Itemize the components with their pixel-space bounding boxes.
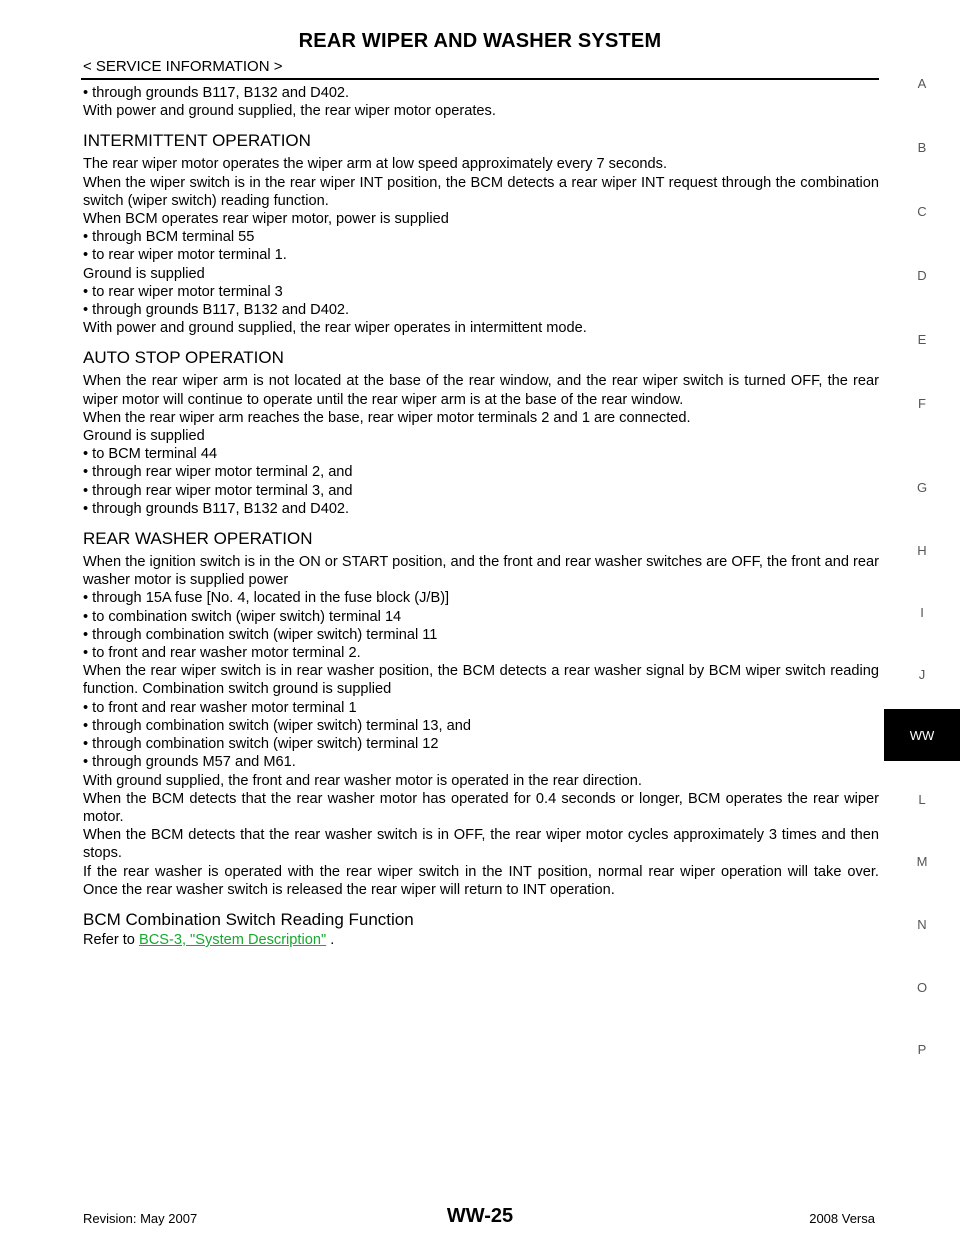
section-index-sidebar: A B C D E F G H I J L M N O P [884, 0, 960, 1242]
section-heading-bcm: BCM Combination Switch Reading Function [83, 909, 414, 929]
bullet-item: • through rear wiper motor terminal 3, a… [83, 482, 353, 499]
paragraph: With power and ground supplied, the rear… [83, 320, 587, 337]
index-letter-g[interactable]: G [916, 480, 928, 495]
bullet-item: • to rear wiper motor terminal 1. [83, 247, 287, 264]
paragraph: With ground supplied, the front and rear… [83, 772, 642, 789]
footer-revision: Revision: May 2007 [83, 1211, 198, 1226]
paragraph: When BCM operates rear wiper motor, powe… [83, 211, 449, 228]
index-letter-m[interactable]: M [916, 854, 928, 869]
page-header-subtitle: < SERVICE INFORMATION > [83, 58, 283, 75]
paragraph: When the BCM detects that the rear washe… [83, 790, 879, 825]
bullet-item: • through rear wiper motor terminal 2, a… [83, 464, 353, 481]
paragraph: When the rear wiper arm reaches the base… [83, 409, 691, 426]
paragraph: If the rear washer is operated with the … [83, 863, 879, 898]
footer-model: 2008 Versa [809, 1211, 875, 1226]
footer-page-number: WW-25 [446, 1205, 514, 1227]
paragraph: When the rear wiper arm is not located a… [83, 373, 879, 408]
section-auto-stop: When the rear wiper arm is not located a… [83, 372, 879, 518]
paragraph: When the wiper switch is in the rear wip… [83, 174, 879, 209]
reference-link[interactable]: BCS-3, "System Description" [138, 931, 327, 948]
index-letter-f[interactable]: F [918, 396, 926, 411]
intro-line: With power and ground supplied, the rear… [83, 103, 496, 120]
section-intermittent: The rear wiper motor operates the wiper … [83, 155, 879, 337]
bullet-item: • through 15A fuse [No. 4, located in th… [83, 590, 450, 607]
paragraph: Ground is supplied [83, 428, 205, 445]
index-letter-d[interactable]: D [917, 268, 927, 283]
section-washer: When the ignition switch is in the ON or… [83, 553, 879, 899]
document-body: • through grounds B117, B132 and D402. W… [83, 84, 879, 949]
bullet-item: • through BCM terminal 55 [83, 229, 255, 246]
paragraph: When the BCM detects that the rear washe… [83, 827, 879, 862]
bullet-item: • to BCM terminal 44 [83, 446, 218, 463]
index-letter-j[interactable]: J [918, 667, 926, 682]
bullet-item: • through combination switch (wiper swit… [83, 626, 438, 643]
header-rule [81, 78, 879, 80]
index-letter-p[interactable]: P [917, 1042, 927, 1057]
page-header-title: REAR WIPER AND WASHER SYSTEM [298, 30, 662, 52]
index-letter-e[interactable]: E [917, 332, 927, 347]
bullet-item: • to rear wiper motor terminal 3 [83, 283, 283, 300]
bullet-item: • through grounds B117, B132 and D402. [83, 302, 350, 319]
index-letter-h[interactable]: H [917, 543, 927, 558]
reference-prefix: Refer to [83, 931, 139, 948]
section-heading-washer: REAR WASHER OPERATION [83, 529, 313, 549]
index-letter-b[interactable]: B [917, 140, 927, 155]
reference-line: Refer to BCS-3, "System Description" . [83, 931, 879, 949]
bullet-item: • to front and rear washer motor termina… [83, 645, 361, 662]
bullet-item: • through grounds B117, B132 and D402. [83, 500, 350, 517]
intro-line: • through grounds B117, B132 and D402. [83, 85, 350, 101]
bullet-item: • through combination switch (wiper swit… [83, 736, 439, 753]
paragraph: When the rear wiper switch is in rear wa… [83, 663, 879, 698]
bullet-item: • through combination switch (wiper swit… [83, 717, 471, 734]
section-heading-auto-stop: AUTO STOP OPERATION [83, 348, 284, 368]
index-letter-c[interactable]: C [917, 204, 927, 219]
paragraph: The rear wiper motor operates the wiper … [83, 156, 668, 173]
bullet-item: • through grounds M57 and M61. [83, 754, 296, 771]
paragraph: Ground is supplied [83, 265, 205, 282]
index-letter-a[interactable]: A [917, 76, 927, 91]
index-tab-ww-active[interactable]: WW [884, 709, 960, 761]
bullet-item: • to combination switch (wiper switch) t… [83, 608, 402, 625]
index-letter-i[interactable]: I [920, 605, 924, 620]
section-heading-intermittent: INTERMITTENT OPERATION [83, 131, 311, 151]
index-letter-o[interactable]: O [916, 980, 928, 995]
bullet-item: • to front and rear washer motor termina… [83, 699, 357, 716]
index-letter-l[interactable]: L [918, 792, 926, 807]
reference-suffix: . [326, 931, 335, 948]
index-letter-n[interactable]: N [917, 917, 927, 932]
paragraph: When the ignition switch is in the ON or… [83, 554, 879, 589]
